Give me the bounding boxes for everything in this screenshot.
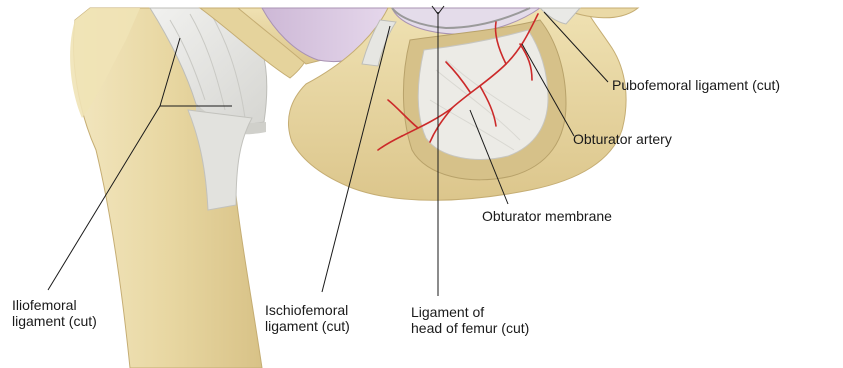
label-line: Iliofemoral bbox=[12, 297, 97, 313]
label-ischiofemoral-ligament: Ischiofemoral ligament (cut) bbox=[265, 302, 350, 334]
label-line: Pubofemoral ligament (cut) bbox=[612, 77, 780, 93]
label-pubofemoral-ligament: Pubofemoral ligament (cut) bbox=[612, 77, 780, 93]
label-line: ligament (cut) bbox=[12, 313, 97, 329]
label-line: head of femur (cut) bbox=[411, 320, 529, 336]
label-ligament-of-head-of-femur: Ligament of head of femur (cut) bbox=[411, 304, 529, 336]
label-line: Ischiofemoral bbox=[265, 302, 350, 318]
label-iliofemoral-ligament: Iliofemoral ligament (cut) bbox=[12, 297, 97, 329]
label-obturator-artery: Obturator artery bbox=[573, 131, 672, 147]
label-line: Obturator membrane bbox=[482, 208, 612, 224]
label-line: ligament (cut) bbox=[265, 318, 350, 334]
label-line: Obturator artery bbox=[573, 131, 672, 147]
label-obturator-membrane: Obturator membrane bbox=[482, 208, 612, 224]
label-line: Ligament of bbox=[411, 304, 529, 320]
